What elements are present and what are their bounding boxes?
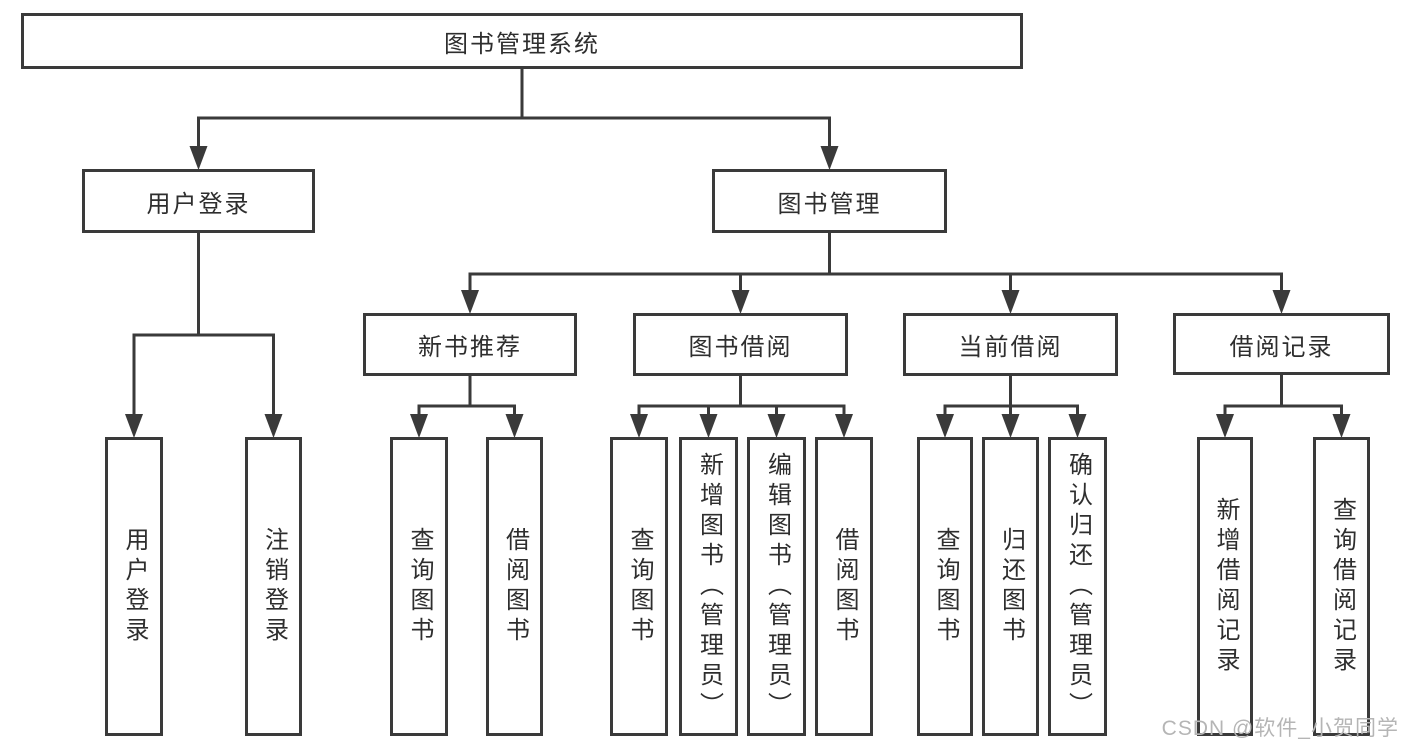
- node-label: 查询图书: [406, 526, 433, 647]
- diagram-node-cur-return: 归还图书: [982, 437, 1039, 736]
- node-label: 图书管理系统: [444, 30, 600, 58]
- watermark: CSDN @软件_小贺同学: [1161, 717, 1399, 740]
- diagram-node-borrow: 图书借阅: [633, 313, 848, 376]
- arrow-head: [1068, 414, 1087, 438]
- node-label: 当前借阅: [958, 334, 1063, 361]
- arrow-head: [1001, 414, 1020, 438]
- diagram-node-bor-edit: 编辑图书（管理员）: [747, 437, 806, 736]
- arrow-head: [731, 290, 750, 314]
- node-label: 新书推荐: [418, 334, 522, 361]
- node-label: 用户登录: [121, 526, 148, 647]
- node-label: 图书管理: [777, 190, 882, 218]
- arrow-head: [1216, 414, 1234, 438]
- diagram-node-rec-query: 查询图书: [390, 437, 448, 736]
- node-label: 查询借阅记录: [1328, 496, 1356, 677]
- node-label: 用户登录: [146, 190, 251, 218]
- arrow-head: [189, 146, 208, 170]
- node-label: 归还图书: [997, 526, 1025, 647]
- diagram-node-current: 当前借阅: [903, 313, 1118, 376]
- diagram-node-cur-query: 查询图书: [917, 437, 973, 736]
- arrow-head: [1001, 290, 1020, 314]
- arrow-head: [410, 414, 428, 438]
- arrow-head: [767, 414, 786, 438]
- diagram-node-login: 用户登录: [82, 169, 315, 233]
- arrow-head: [699, 414, 718, 438]
- diagram-node-hist-query: 查询借阅记录: [1313, 437, 1370, 736]
- arrow-head: [1272, 290, 1291, 314]
- arrow-head: [630, 414, 648, 438]
- node-label: 注销登录: [260, 526, 288, 647]
- arrow-head: [505, 414, 524, 438]
- node-label: 图书借阅: [688, 334, 793, 361]
- node-label: 借阅图书: [501, 526, 529, 647]
- arrow-head: [936, 414, 954, 438]
- diagram-node-login-out: 注销登录: [245, 437, 302, 736]
- node-label: 新增借阅记录: [1212, 496, 1239, 677]
- arrow-head: [835, 414, 853, 438]
- diagram-node-bor-query: 查询图书: [610, 437, 668, 736]
- arrow-head: [461, 290, 479, 314]
- arrow-head: [820, 146, 839, 170]
- diagram-node-rec-borrow: 借阅图书: [486, 437, 543, 736]
- diagram-node-hist-add: 新增借阅记录: [1197, 437, 1253, 736]
- diagram-node-login-user: 用户登录: [105, 437, 163, 736]
- node-label: 借阅记录: [1229, 333, 1334, 361]
- node-label: 查询图书: [932, 526, 959, 647]
- diagram-node-cur-confirm: 确认归还（管理员）: [1048, 437, 1107, 736]
- diagram-node-bor-add: 新增图书（管理员）: [679, 437, 738, 736]
- diagram-node-recommend: 新书推荐: [363, 313, 577, 376]
- node-label: 借阅图书: [831, 526, 858, 647]
- node-label: 编辑图书（管理员）: [763, 451, 791, 722]
- diagram-node-bor-lend: 借阅图书: [815, 437, 873, 736]
- diagram-node-root: 图书管理系统: [21, 13, 1023, 69]
- node-label: 确认归还（管理员）: [1064, 451, 1092, 722]
- diagram-node-records: 借阅记录: [1173, 313, 1390, 375]
- arrow-head: [264, 414, 283, 438]
- diagram-node-mgmt: 图书管理: [712, 169, 947, 233]
- arrow-head: [1332, 414, 1351, 438]
- node-label: 查询图书: [626, 526, 653, 647]
- node-label: 新增图书（管理员）: [695, 451, 723, 722]
- arrow-head: [125, 414, 143, 438]
